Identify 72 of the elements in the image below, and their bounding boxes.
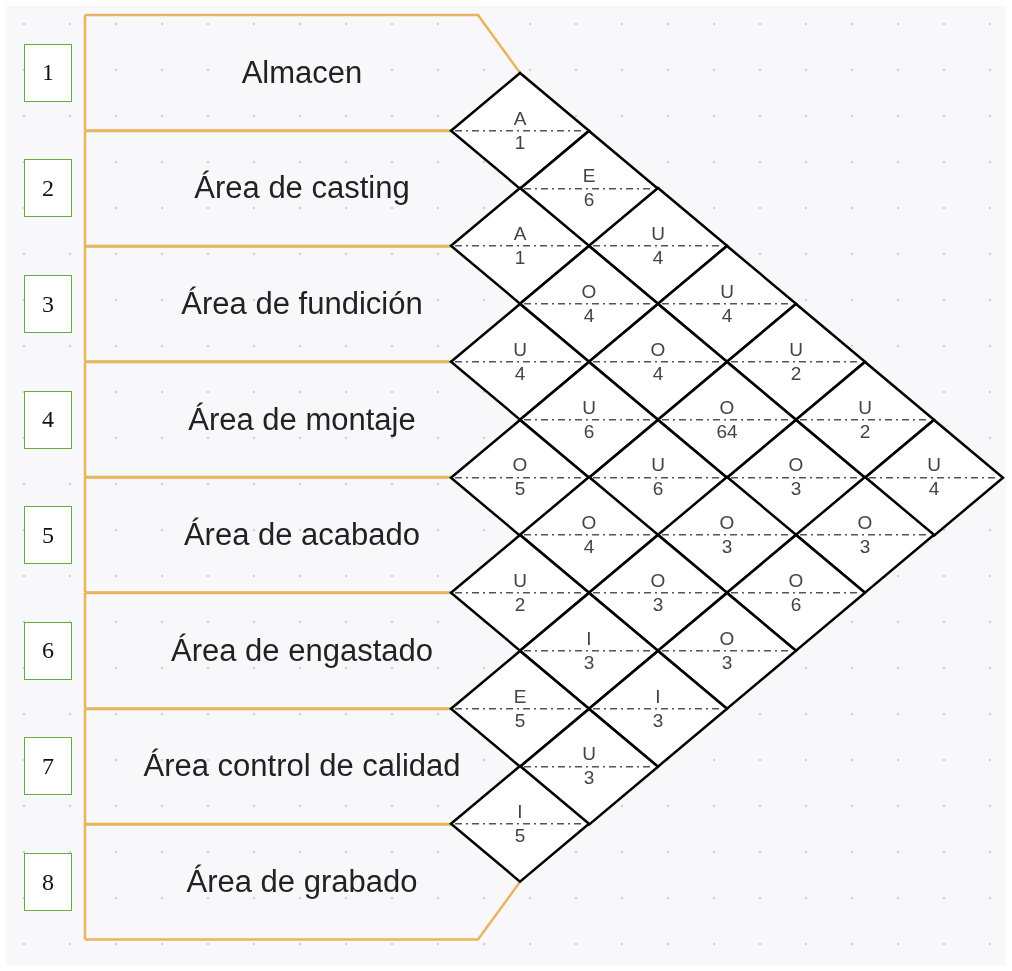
closeness-code: U — [651, 455, 665, 476]
reason-code: 3 — [721, 652, 733, 673]
closeness-code: U — [582, 744, 596, 765]
closeness-code: I — [586, 628, 592, 649]
reason-code: 3 — [859, 537, 871, 558]
closeness-code: I — [517, 802, 523, 823]
closeness-code: U — [858, 397, 872, 418]
closeness-code: O — [512, 455, 528, 476]
reason-code: 4 — [721, 306, 733, 326]
row-number: 6 — [24, 621, 72, 680]
closeness-code: U — [513, 571, 527, 591]
closeness-code: O — [719, 397, 735, 418]
reason-code: 3 — [721, 537, 733, 558]
closeness-code: A — [513, 108, 527, 129]
reason-code: 5 — [514, 710, 526, 731]
closeness-code: O — [788, 571, 804, 591]
row-number: 5 — [24, 506, 72, 565]
department-name: Área de casting — [193, 170, 411, 207]
reason-code: 3 — [583, 652, 595, 673]
closeness-code: O — [650, 571, 666, 591]
department-name: Área de fundición — [180, 286, 424, 322]
reason-code: 6 — [652, 479, 664, 500]
reason-code: 6 — [583, 190, 595, 211]
reason-code: 2 — [790, 363, 802, 384]
closeness-code: O — [719, 628, 735, 649]
reason-code: 4 — [928, 479, 940, 500]
closeness-code: O — [581, 282, 597, 302]
closeness-code: O — [719, 513, 735, 534]
closeness-code: E — [582, 166, 596, 187]
reason-code: 5 — [514, 479, 526, 500]
closeness-code: U — [789, 339, 803, 360]
closeness-code: A — [513, 224, 527, 245]
row-number: 7 — [24, 737, 72, 796]
reason-code: 4 — [583, 537, 595, 558]
reason-code: 3 — [652, 710, 664, 731]
row-number: 1 — [24, 43, 72, 102]
closeness-code: U — [582, 397, 596, 418]
closeness-code: U — [927, 455, 941, 476]
department-name: Área de acabado — [182, 517, 422, 554]
reason-code: 4 — [583, 306, 595, 326]
reason-code: 3 — [790, 479, 802, 500]
reason-code: 6 — [583, 421, 595, 442]
reason-code: 2 — [859, 421, 871, 442]
closeness-code: O — [857, 513, 873, 534]
closeness-code: I — [655, 686, 661, 707]
reason-code: 2 — [514, 595, 526, 615]
department-name: Área control de calidad — [142, 748, 462, 785]
reason-code: 4 — [652, 248, 664, 269]
department-name: Área de grabado — [185, 864, 419, 900]
closeness-code: O — [581, 513, 597, 534]
reason-code: 64 — [716, 421, 738, 442]
reason-code: 4 — [514, 363, 526, 384]
department-name: Área de montaje — [187, 401, 417, 438]
department-name: Almacen — [240, 54, 364, 91]
reason-code: 1 — [514, 132, 526, 153]
reason-code: 3 — [583, 768, 595, 789]
row-number: 4 — [24, 390, 72, 449]
closeness-code: O — [788, 455, 804, 476]
reason-code: 1 — [514, 248, 526, 269]
row-number: 8 — [24, 853, 72, 911]
reason-code: 6 — [790, 595, 802, 615]
department-name: Área de engastado — [170, 632, 434, 669]
closeness-code: U — [651, 224, 665, 245]
closeness-code: U — [720, 282, 734, 302]
reason-code: 3 — [652, 595, 664, 615]
closeness-code: E — [513, 686, 527, 707]
reason-code: 4 — [652, 363, 664, 384]
closeness-code: U — [513, 339, 527, 360]
row-number: 3 — [24, 275, 72, 333]
row-number: 2 — [24, 159, 72, 218]
reason-code: 5 — [514, 826, 526, 847]
closeness-code: O — [650, 339, 666, 360]
